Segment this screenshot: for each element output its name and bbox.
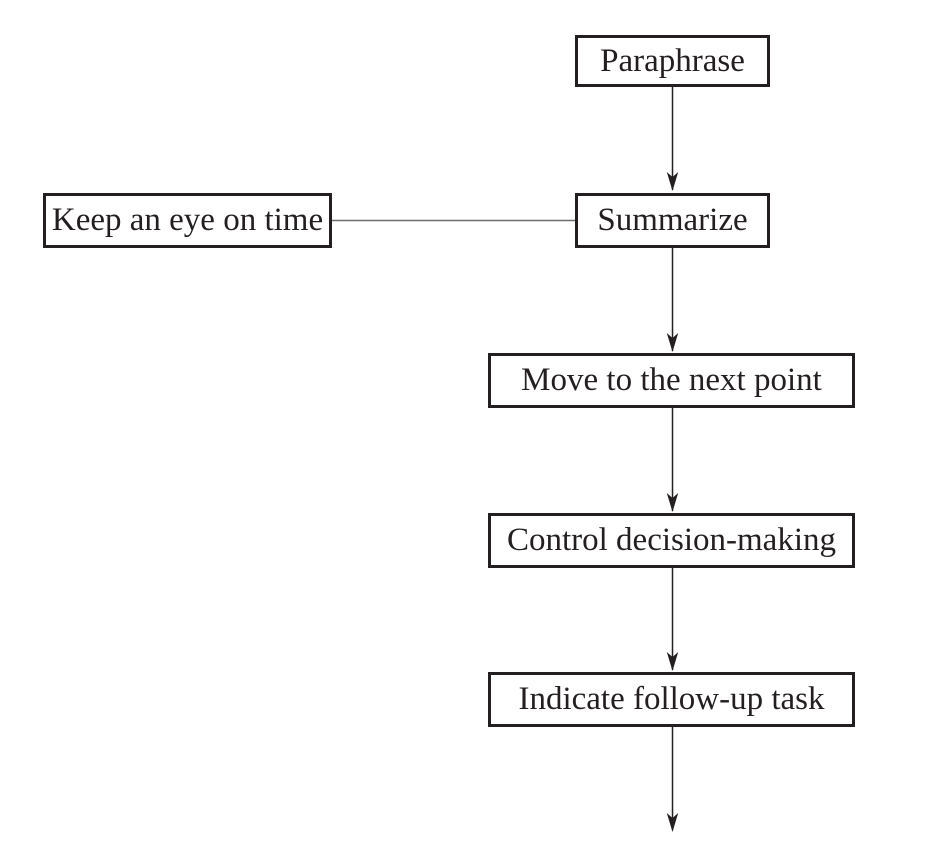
- edge-move-to-control: [666, 408, 679, 512]
- node-paraphrase: Paraphrase: [575, 35, 770, 87]
- arrowhead-icon: [666, 652, 679, 671]
- arrowhead-icon: [666, 333, 679, 352]
- node-summarize: Summarize: [575, 193, 770, 248]
- edge-indicate-to-exit: [666, 727, 679, 832]
- node-move-to-the-next-point: Move to the next point: [488, 353, 855, 408]
- node-move-to-the-next-point-label: Move to the next point: [521, 362, 822, 398]
- node-keep-an-eye-on-time-label: Keep an eye on time: [51, 202, 324, 238]
- arrowhead-icon: [666, 813, 679, 832]
- node-paraphrase-label: Paraphrase: [600, 42, 745, 79]
- arrowhead-icon: [666, 172, 679, 191]
- node-control-decision-making: Control decision-making: [488, 513, 855, 568]
- edge-summarize-to-move: [666, 248, 679, 352]
- node-summarize-label: Summarize: [597, 202, 748, 238]
- arrowhead-icon: [666, 493, 679, 512]
- node-keep-an-eye-on-time: Keep an eye on time: [43, 193, 332, 248]
- edge-control-to-indicate: [666, 568, 679, 671]
- node-indicate-follow-up-task: Indicate follow-up task: [488, 672, 855, 727]
- node-indicate-follow-up-task-label: Indicate follow-up task: [518, 681, 825, 717]
- node-control-decision-making-label: Control decision-making: [506, 522, 837, 558]
- edge-paraphrase-to-summarize: [666, 87, 679, 191]
